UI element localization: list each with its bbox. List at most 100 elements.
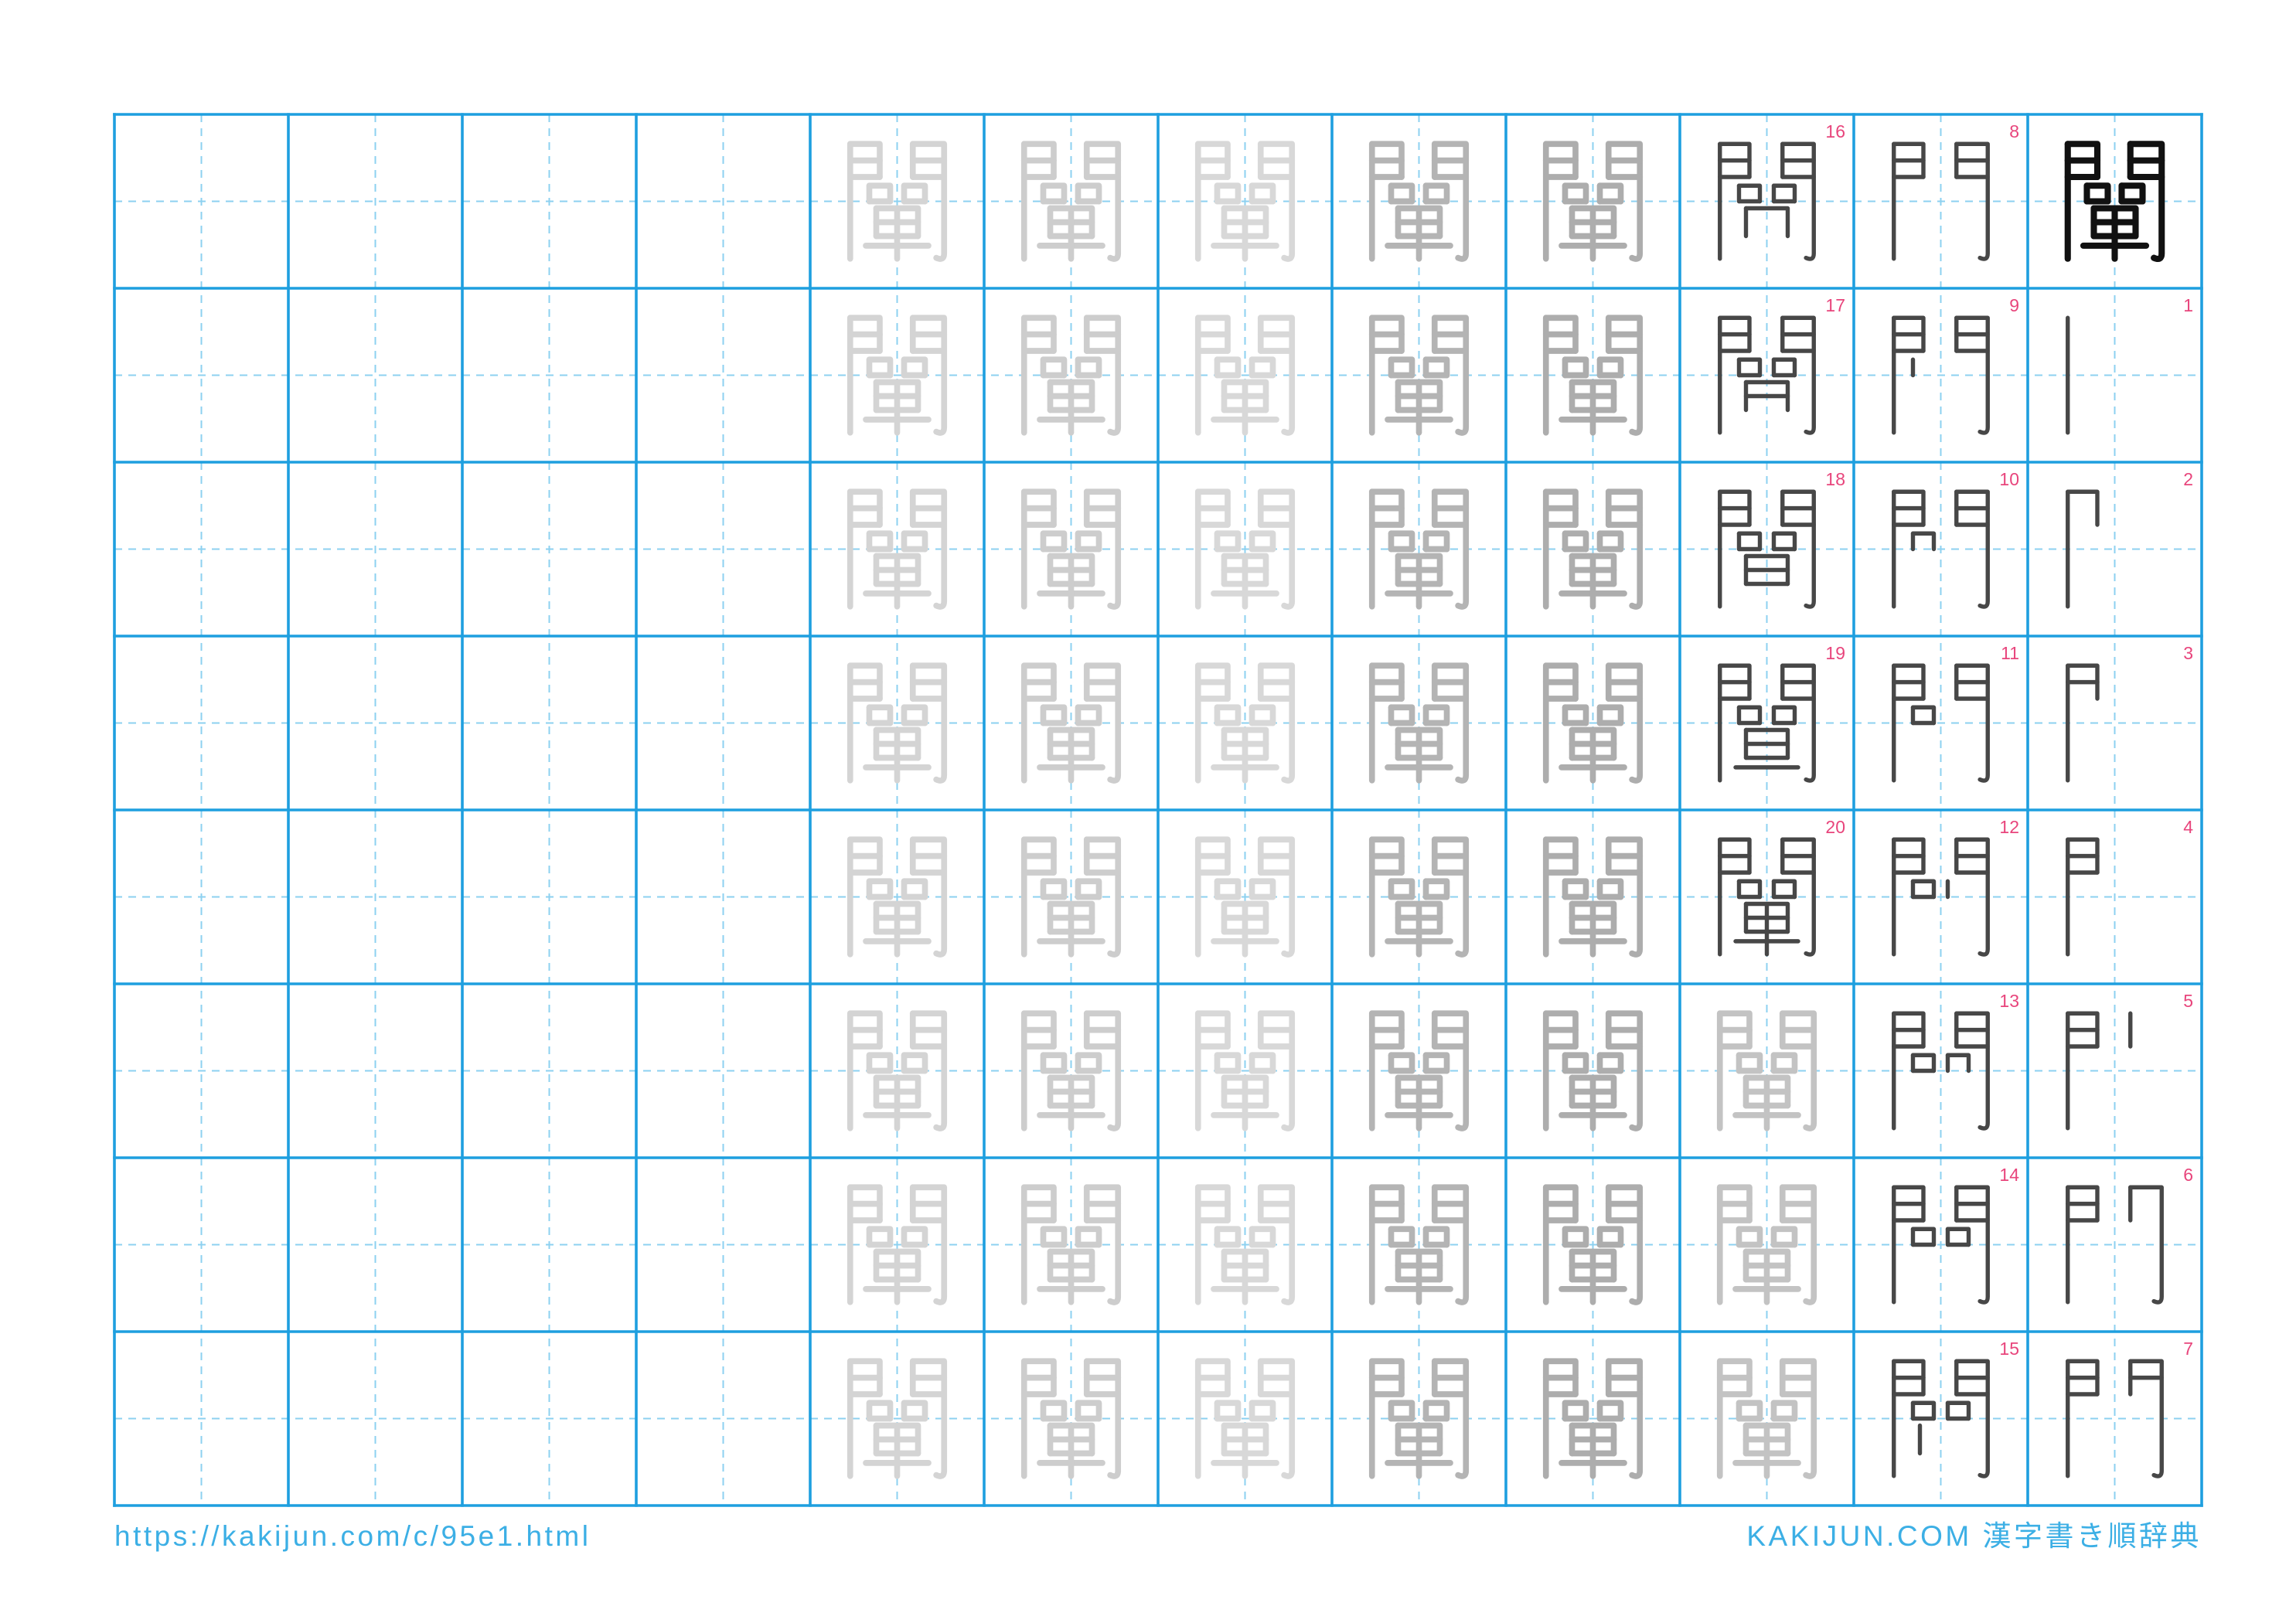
kanji-stroke-10: [1736, 1400, 1763, 1422]
kanji-stroke-16: [873, 1248, 921, 1283]
kanji-stroke-6: [909, 1358, 948, 1479]
cell-box: [1506, 462, 1680, 636]
kanji-stroke-2: [1194, 1184, 1231, 1223]
kanji-stroke-2: [1194, 836, 1231, 876]
kanji-stroke-10: [1388, 182, 1415, 205]
kanji-stroke-2: [1892, 489, 1926, 527]
kanji-stroke-16: [1743, 727, 1790, 760]
kanji-stroke-13: [1945, 1227, 1971, 1247]
kanji-stroke-16: [1395, 553, 1443, 587]
cell-box: [984, 810, 1158, 984]
tracing-cell: [1194, 1358, 1296, 1479]
stroke-order-glyph: [2066, 663, 2100, 783]
kanji-stroke-13: [1075, 530, 1102, 553]
tracing-cell: [1158, 114, 1332, 288]
site-name: KAKIJUN.COM 漢字書き順辞典: [1746, 1520, 2202, 1552]
tracing-cell: [1368, 488, 1470, 610]
stroke-order-glyph: [1718, 489, 1816, 609]
cell-box: [1158, 984, 1332, 1158]
cell-box: [636, 1158, 810, 1332]
cell-box: [462, 984, 636, 1158]
cell-box: [984, 1332, 1158, 1506]
tracing-cell: [984, 114, 1158, 288]
tracing-kanji-glyph: [847, 315, 948, 436]
kanji-stroke-6: [1083, 141, 1122, 262]
kanji-stroke-16: [873, 900, 921, 935]
kanji-stroke-13: [1075, 182, 1102, 205]
kanji-stroke-13: [1248, 530, 1276, 553]
cell-box: [288, 984, 462, 1158]
tracing-cell: [1368, 662, 1470, 784]
stroke-order-cell: 1: [2066, 295, 2193, 435]
cell-box: [984, 462, 1158, 636]
stroke-order-glyph: [1892, 489, 1990, 609]
kanji-stroke-13: [1770, 1052, 1798, 1074]
kanji-stroke-6: [1257, 315, 1296, 436]
kanji-stroke-6: [1779, 1184, 1817, 1305]
kanji-stroke-2: [1020, 315, 1057, 354]
tracing-kanji-glyph: [1542, 488, 1644, 610]
tracing-cell: [1020, 1010, 1122, 1131]
kanji-stroke-16: [1743, 553, 1790, 587]
kanji-stroke-6: [1954, 489, 1990, 609]
kanji-stroke-10: [1214, 878, 1242, 900]
kanji-stroke-2: [1368, 1010, 1405, 1050]
kanji-stroke-2: [1194, 1358, 1231, 1397]
cell-box: [1506, 1158, 1680, 1332]
kanji-stroke-10: [1214, 1052, 1242, 1074]
kanji-stroke-10: [1388, 704, 1415, 726]
kanji-stroke-6: [1083, 488, 1122, 610]
cell-box: [636, 462, 810, 636]
kanji-stroke-6: [1257, 1184, 1296, 1305]
stroke-order-glyph: [1892, 663, 1990, 783]
kanji-stroke-13: [1422, 1400, 1450, 1422]
tracing-kanji-glyph: [1194, 1010, 1296, 1131]
kanji-stroke-10: [1388, 878, 1415, 900]
cell-box: [984, 114, 1158, 288]
cell-box: [984, 636, 1158, 810]
kanji-stroke-6: [1257, 1010, 1296, 1131]
kanji-stroke-2: [1542, 315, 1579, 354]
tracing-cell: [847, 1010, 948, 1131]
tracing-kanji-glyph: [1542, 1358, 1644, 1479]
kanji-stroke-2: [847, 1358, 883, 1397]
kanji-stroke-2: [1892, 1359, 1926, 1397]
cell-box: [1158, 114, 1332, 288]
kanji-stroke-16: [873, 205, 921, 240]
kanji-stroke-13: [901, 530, 928, 553]
kanji-stroke-13: [1422, 704, 1450, 726]
stroke-order-glyph: [2066, 1011, 2133, 1131]
kanji-stroke-10: [866, 878, 894, 900]
tracing-cell: [1542, 315, 1644, 436]
kanji-stroke-6: [1605, 836, 1644, 958]
kanji-stroke-2: [1716, 1184, 1753, 1223]
cell-box: [1854, 114, 2028, 288]
kanji-stroke-2: [847, 141, 883, 180]
stroke-number: 5: [2183, 991, 2193, 1011]
kanji-stroke-2: [2066, 1359, 2100, 1397]
kanji-stroke-10: [1736, 705, 1763, 726]
tracing-kanji-glyph: [1368, 1358, 1470, 1479]
tracing-kanji-glyph: [847, 141, 948, 262]
kanji-stroke-13: [1248, 356, 1276, 379]
stroke-order-glyph: [1718, 663, 1816, 783]
tracing-kanji-glyph: [847, 662, 948, 784]
stroke-number: 13: [1999, 991, 2019, 1011]
kanji-stroke-6: [1083, 1358, 1122, 1479]
kanji-stroke-2: [1892, 663, 1926, 701]
kanji-stroke-6: [1779, 1010, 1817, 1131]
kanji-stroke-2: [1892, 315, 1926, 353]
kanji-stroke-13: [1248, 182, 1276, 205]
kanji-stroke-2: [847, 488, 883, 528]
tracing-cell: [847, 315, 948, 436]
kanji-stroke-2: [1020, 1010, 1057, 1050]
kanji-stroke-13: [1945, 1400, 1971, 1421]
tracing-kanji-glyph: [1716, 1184, 1817, 1305]
tracing-cell: [1542, 836, 1644, 958]
tracing-kanji-glyph: [1542, 315, 1644, 436]
cell-box: [2028, 810, 2202, 984]
kanji-stroke-2: [1368, 836, 1405, 876]
stroke-order-cell: 4: [2028, 810, 2202, 984]
kanji-stroke-16: [1047, 379, 1095, 413]
kanji-stroke-10: [866, 1052, 894, 1074]
